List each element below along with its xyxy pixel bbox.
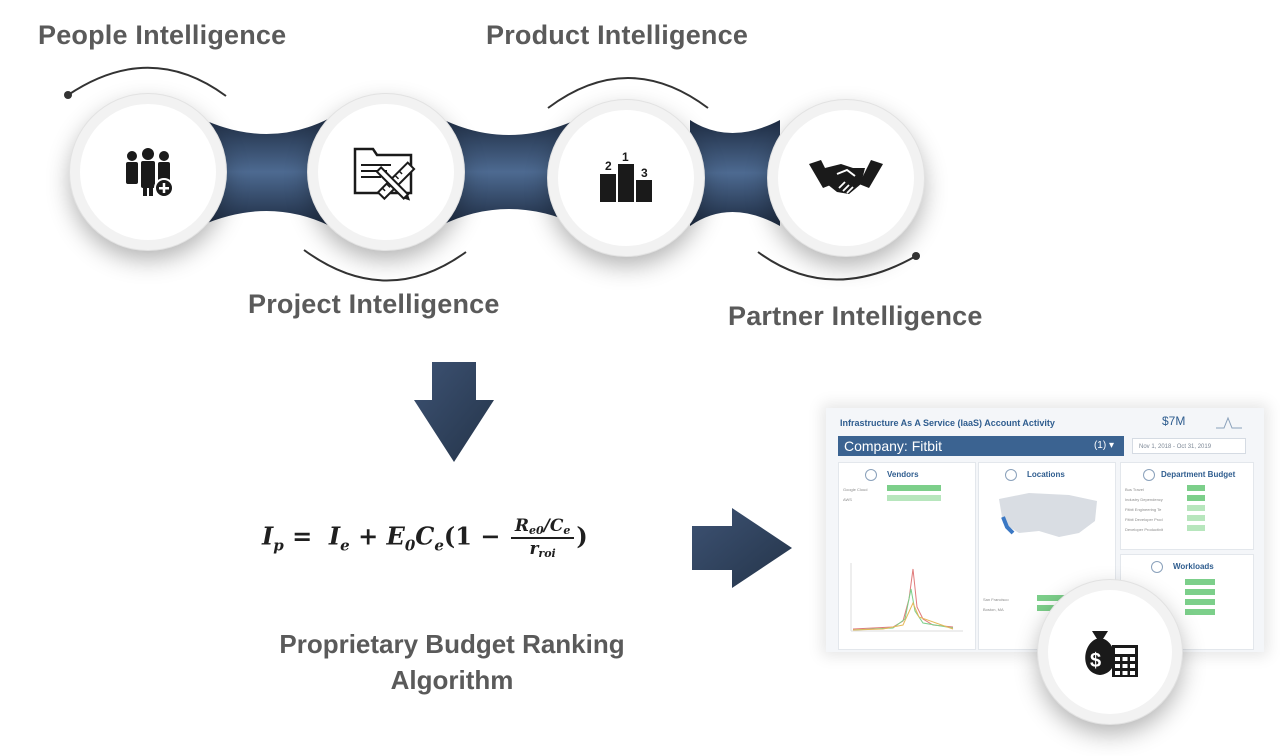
podium-icon: 2 1 3 [600, 150, 652, 202]
right-arrow-icon [692, 508, 792, 588]
arc-project [303, 249, 467, 282]
workloads-icon [1151, 561, 1163, 573]
sparkline-icon [1216, 416, 1242, 429]
company-filter[interactable]: Company: Fitbit (1) ▾ [838, 436, 1124, 456]
arc-people-dot [64, 91, 72, 99]
folder-tools-icon [353, 147, 416, 201]
connector-band-1 [200, 118, 330, 226]
partner-intelligence-circle [778, 110, 914, 246]
algorithm-caption: Proprietary Budget Ranking Algorithm [279, 629, 625, 695]
dashboard-screenshot: Infrastructure As A Service (IaaS) Accou… [826, 408, 1264, 652]
arc-product [547, 77, 709, 109]
connector-band-2 [440, 118, 580, 226]
vendors-icon [865, 469, 877, 481]
people-intelligence-label: People Intelligence [38, 20, 287, 50]
svg-text:$: $ [1090, 650, 1101, 672]
arc-people [67, 66, 227, 97]
money-bag-calculator-icon: $ [1085, 631, 1138, 677]
connector-band-3 [690, 120, 780, 226]
podium-number-1: 1 [622, 150, 629, 164]
handshake-icon [809, 160, 883, 194]
location-pin-icon [1005, 469, 1017, 481]
project-intelligence-circle [318, 104, 454, 240]
dashboard-stat: $7M [1162, 414, 1186, 428]
department-budget-panel: Department Budget Bus Travel Industry De… [1120, 462, 1254, 550]
people-intelligence-circle [80, 104, 216, 240]
vendor-spend-chart [850, 563, 963, 632]
product-intelligence-label: Product Intelligence [486, 20, 749, 50]
product-intelligence-circle: 2 1 3 [558, 110, 694, 246]
arc-partner-dot [912, 252, 920, 260]
date-range-picker[interactable]: Nov 1, 2018 - Oct 31, 2019 [1132, 438, 1246, 454]
partner-intelligence-label: Partner Intelligence [728, 301, 983, 331]
us-map [999, 493, 1097, 537]
vendors-panel: Vendors Google Cloud AWS [838, 462, 976, 650]
podium-number-3: 3 [641, 166, 648, 180]
project-intelligence-label: Project Intelligence [248, 289, 500, 319]
formula-fraction: Re0/Ce rroi [510, 516, 575, 560]
arc-partner [757, 251, 917, 281]
budget-icon [1143, 469, 1155, 481]
down-arrow-icon [414, 362, 494, 462]
podium-number-2: 2 [605, 159, 612, 173]
people-add-icon [126, 148, 174, 198]
budget-ranking-formula: Ip = Ie + E0Ce(1 − Re0/Ce rroi ) [262, 516, 588, 560]
budget-circle: $ [1048, 590, 1172, 714]
dashboard-title: Infrastructure As A Service (IaaS) Accou… [840, 418, 1055, 428]
